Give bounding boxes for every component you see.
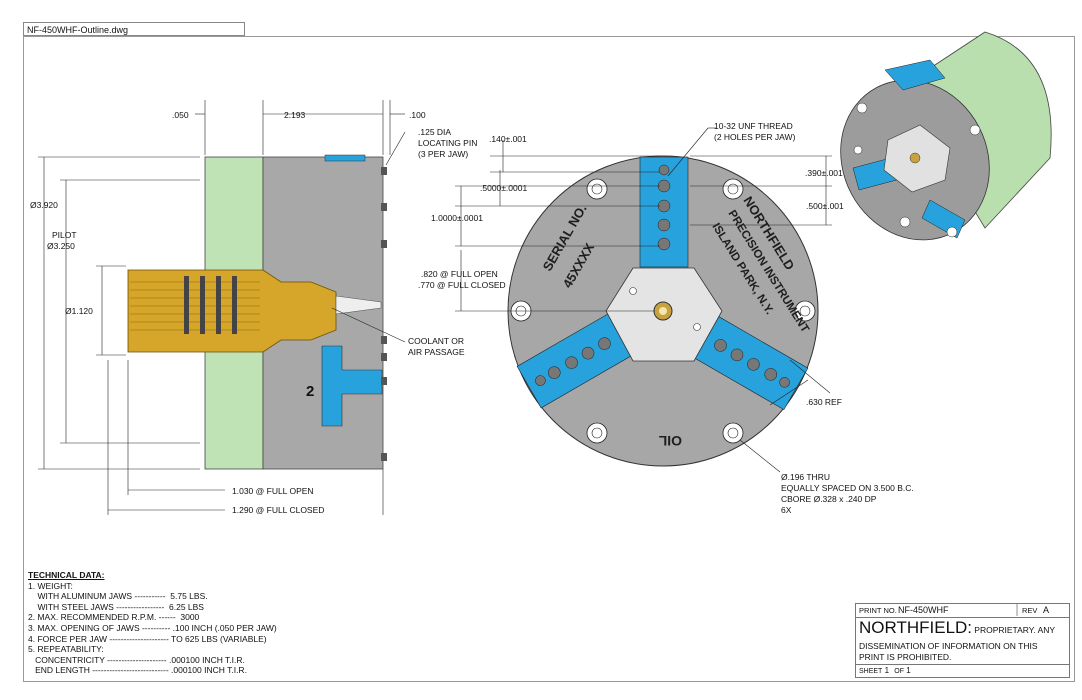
sheet-row: SHEET 1 OF 1 xyxy=(856,664,1069,677)
dim-630: .630 REF xyxy=(806,397,842,407)
tech-title: TECHNICAL DATA: xyxy=(28,570,105,580)
iso-view xyxy=(840,31,1052,241)
dim-100: .100 xyxy=(409,110,426,120)
hole-note-2: EQUALLY SPACED ON 3.500 B.C. xyxy=(781,483,914,493)
jaw-side xyxy=(321,345,383,427)
technical-data: TECHNICAL DATA: 1. WEIGHT: WITH ALUMINUM… xyxy=(28,570,277,676)
thread-note-2: (2 HOLES PER JAW) xyxy=(714,132,796,142)
tech-line: 1. WEIGHT: xyxy=(28,580,73,591)
rev-value: A xyxy=(1043,605,1050,615)
dim-500: .500±.001 xyxy=(806,201,844,211)
coolant-note-1: COOLANT OR xyxy=(408,336,465,346)
hole-note-1: Ø.196 THRU xyxy=(781,472,830,482)
hole-note-3: CBORE Ø.328 x .240 DP xyxy=(781,494,877,504)
dim-od: Ø3.920 xyxy=(30,200,58,210)
full-closed: .770 @ FULL CLOSED xyxy=(418,280,506,290)
bore-dim: Ø1.120 xyxy=(65,306,93,316)
tech-line: END LENGTH --------------------------- .… xyxy=(28,665,247,676)
tech-line: WITH ALUMINUM JAWS ----------- 5.75 LBS. xyxy=(28,591,208,602)
tech-line: WITH STEEL JAWS ----------------- 6.25 L… xyxy=(28,601,204,612)
file-tab[interactable]: NF-450WHF-Outline.dwg xyxy=(23,22,245,36)
full-open: .820 @ FULL OPEN xyxy=(421,269,498,279)
open-length: 1.030 @ FULL OPEN xyxy=(232,486,314,496)
rev-label: REV xyxy=(1022,606,1038,615)
print-no-label: PRINT NO. xyxy=(859,606,897,615)
dim-390: .390±.001 xyxy=(805,168,843,178)
coolant-note-2: AIR PASSAGE xyxy=(408,347,465,357)
notice-a: PROPRIETARY. ANY xyxy=(974,625,1056,635)
side-view: 2 xyxy=(38,100,406,515)
of-value: 1 xyxy=(906,666,911,675)
dim-140: .140±.001 xyxy=(489,134,527,144)
dim-2193: 2.193 xyxy=(284,110,306,120)
tech-line: 4. FORCE PER JAW --------------------- T… xyxy=(28,633,267,644)
front-view: SERIAL NO. 45XXXX NORTHFIELD PRECISION I… xyxy=(455,127,832,473)
notice-b: DISSEMINATION OF INFORMATION ON THIS xyxy=(859,641,1038,651)
pin-note-3: (3 PER JAW) xyxy=(418,149,469,159)
hole-note-4: 6X xyxy=(781,505,792,515)
tech-line: 3. MAX. OPENING OF JAWS ---------- .100 … xyxy=(28,622,277,633)
title-block: PRINT NO. NF-450WHF REV A NORTHFIELD: PR… xyxy=(855,603,1070,678)
pilot-dim: Ø3.250 xyxy=(47,241,75,251)
dim-5000: .5000±.0001 xyxy=(480,183,528,193)
dim-10000: 1.0000±.0001 xyxy=(431,213,483,223)
jaw-number: 2 xyxy=(306,383,314,400)
company-name: NORTHFIELD: xyxy=(859,618,973,637)
pin-note-2: LOCATING PIN xyxy=(418,138,478,148)
dim-050: .050 xyxy=(172,110,189,120)
tech-line: CONCENTRICITY --------------------- .000… xyxy=(28,654,245,665)
pilot-label: PILOT xyxy=(52,230,77,240)
closed-length: 1.290 @ FULL CLOSED xyxy=(232,505,325,515)
sheet-value: 1 xyxy=(884,666,890,675)
pin-note-1: .125 DIA xyxy=(418,127,452,137)
of-label: OF xyxy=(894,668,904,675)
notice-c: PRINT IS PROHIBITED. xyxy=(859,652,952,662)
print-no: NF-450WHF xyxy=(898,605,949,615)
svg-text:OIL: OIL xyxy=(658,433,682,449)
thread-note-1: 10-32 UNF THREAD xyxy=(714,121,793,131)
tech-line: 5. REPEATABILITY: xyxy=(28,644,104,655)
sheet-label: SHEET xyxy=(859,668,883,675)
tech-line: 2. MAX. RECOMMENDED R.P.M. ------ 3000 xyxy=(28,612,200,623)
drawing-frame xyxy=(23,36,1075,682)
